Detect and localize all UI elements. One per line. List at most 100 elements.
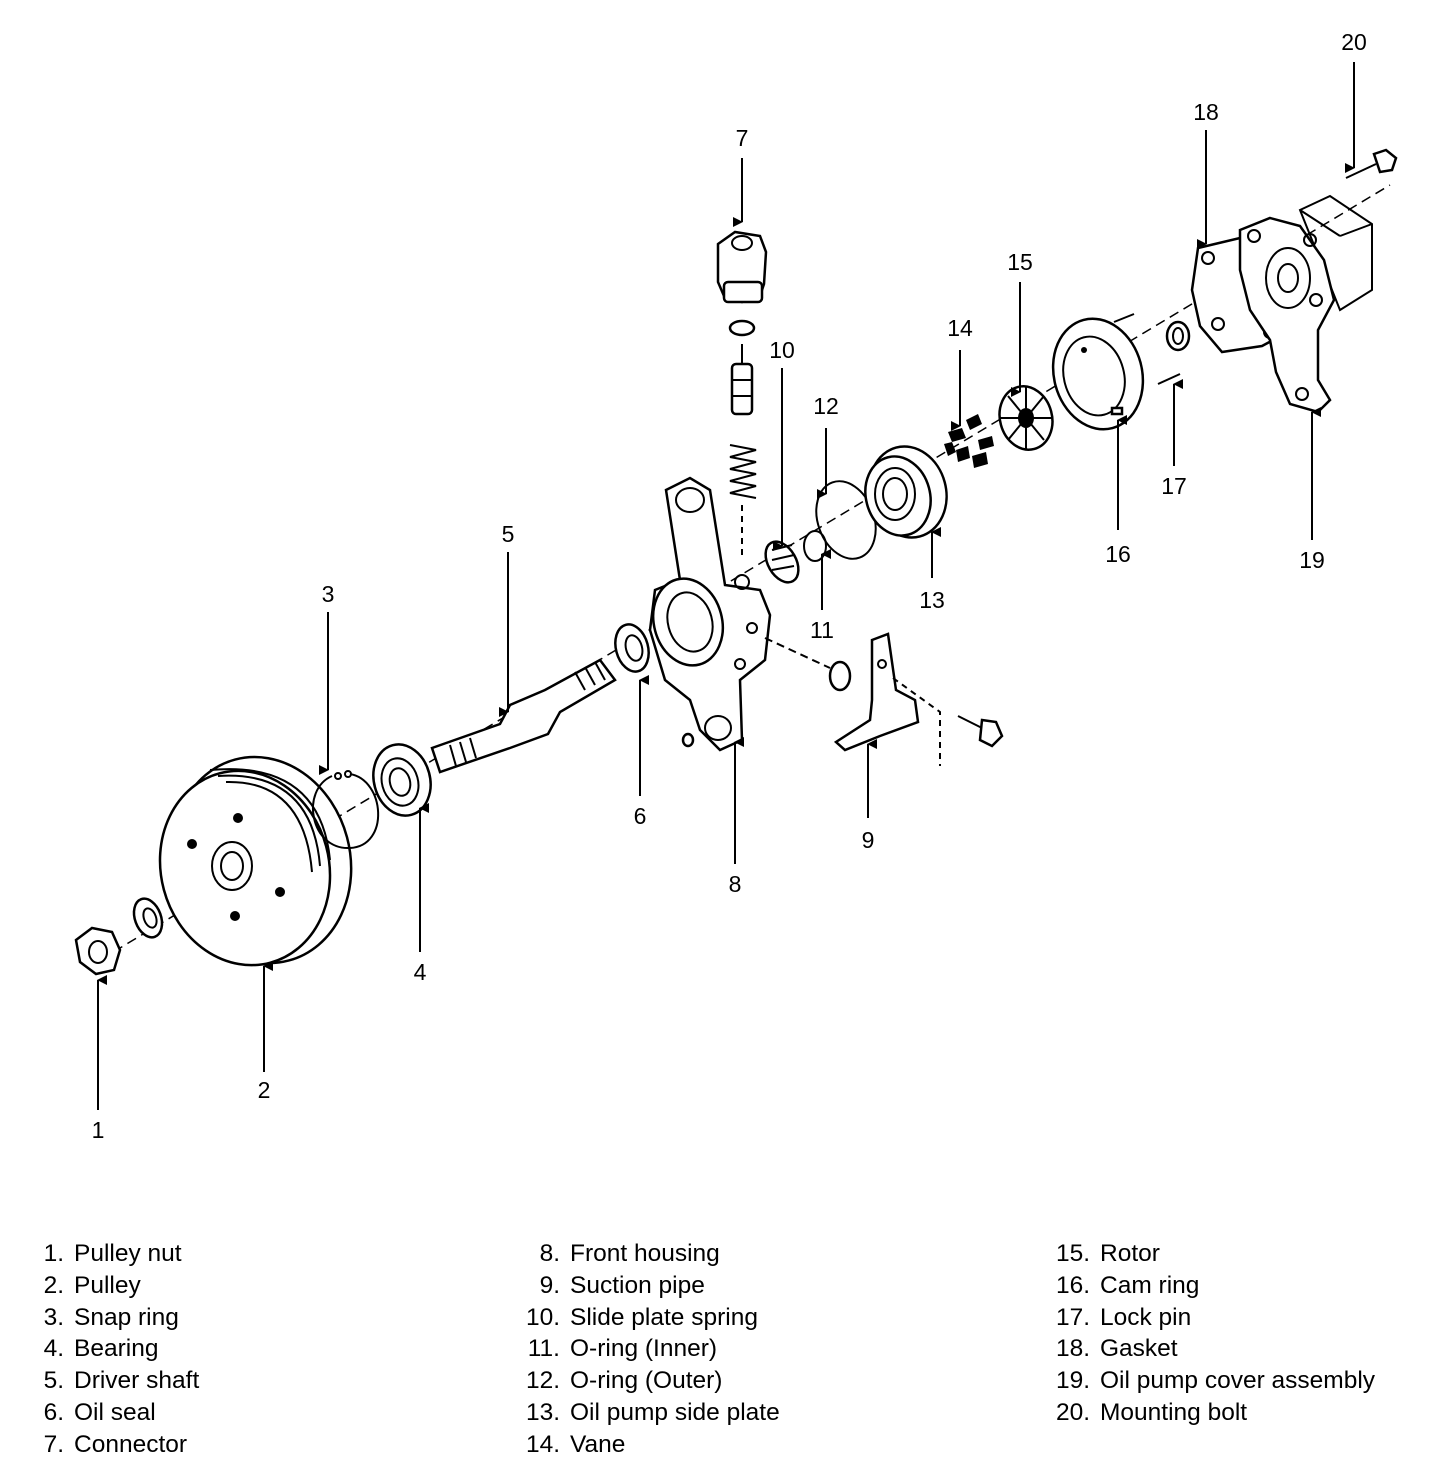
legend-item-number: 10. (525, 1303, 560, 1331)
legend-item: 12. O-ring (Outer) (520, 1365, 780, 1397)
callout-9: 9 (862, 827, 875, 853)
callout-2: 2 (258, 1077, 271, 1103)
oil-seal-part (614, 623, 650, 673)
legend-item-label: Gasket (1100, 1335, 1178, 1363)
legend-item: 2.Pulley (24, 1270, 199, 1302)
legend-item-label: O-ring (Inner) (570, 1335, 718, 1363)
legend-item-label: Snap ring (74, 1303, 179, 1331)
legend-item-label: Pulley nut (74, 1240, 182, 1267)
assembly-axis-line (99, 184, 1391, 961)
legend-item: 20. Mounting bolt (1050, 1397, 1375, 1429)
legend-item: 16. Cam ring (1050, 1270, 1375, 1302)
legend-item-number: 1. (43, 1240, 64, 1267)
legend-item: 13. Oil pump side plate (520, 1397, 780, 1429)
connector-part (716, 230, 768, 337)
pulley-nut-part (74, 926, 122, 976)
callout-1: 1 (92, 1117, 105, 1143)
legend-item-label: Oil pump side plate (570, 1398, 780, 1426)
legend-item-label: Cam ring (1100, 1271, 1200, 1299)
legend-item-number: 6. (43, 1398, 64, 1426)
legend-item-label: Oil seal (74, 1398, 156, 1426)
callout-19: 19 (1299, 547, 1325, 573)
legend-item-number: 18. (1055, 1335, 1090, 1363)
legend-item-label: Slide plate spring (570, 1303, 758, 1331)
pulley-part (158, 755, 353, 967)
callout-5: 5 (502, 521, 515, 547)
legend-item: 18. Gasket (1050, 1333, 1375, 1365)
o-ring-inner-part (803, 530, 827, 562)
legend-item: 1. Pulley nut (24, 1238, 199, 1270)
legend-item: 9.Suction pipe (520, 1270, 780, 1302)
legend-item: 5.Driver shaft (24, 1365, 200, 1397)
valve-spring-part (729, 444, 757, 560)
legend-item-number: 3. (43, 1303, 64, 1331)
legend-item: 10. Slide plate spring (520, 1302, 780, 1334)
legend-item-number: 14. (525, 1430, 560, 1458)
legend-item-label: Vane (570, 1430, 626, 1458)
callout-18: 18 (1193, 99, 1219, 125)
rotor-part (998, 385, 1054, 451)
callout-14: 14 (947, 315, 973, 341)
driver-shaft-part (430, 658, 617, 774)
callout-17: 17 (1161, 473, 1187, 499)
legend-item-number: 12. (525, 1367, 560, 1395)
callout-7: 7 (736, 125, 749, 151)
legend-item: 3. Snap ring (24, 1302, 199, 1334)
callout-16: 16 (1105, 541, 1131, 567)
legend-item-label: Rotor (1100, 1240, 1160, 1267)
legend-item-label: Driver shaft (74, 1367, 200, 1395)
legend-item-number: 16. (1055, 1271, 1090, 1299)
legend-item-number: 13. (525, 1398, 560, 1426)
callout-12: 12 (813, 393, 839, 419)
legend-item-label: O-ring (Outer) (570, 1367, 723, 1395)
callout-4: 4 (414, 959, 427, 985)
vane-part (944, 414, 994, 468)
legend-item-number: 4. (43, 1335, 64, 1363)
callout-15: 15 (1007, 249, 1033, 275)
legend-item-number: 7. (43, 1430, 64, 1458)
cover-o-ring-part (1165, 320, 1191, 352)
washer-part (132, 897, 164, 939)
legend-item: 7. Connector (24, 1429, 199, 1461)
oil-pump-cover-assembly-part (1238, 194, 1373, 414)
legend-item-number: 17. (1055, 1303, 1090, 1331)
legend-item-number: 15. (1055, 1240, 1090, 1267)
callout-20: 20 (1341, 29, 1367, 55)
lock-pin-part (1113, 313, 1181, 385)
legend-item-label: Oil pump cover assembly (1100, 1367, 1376, 1395)
suction-pipe-part (764, 632, 941, 766)
legend-item: 8. Front housing (520, 1238, 780, 1270)
flow-control-valve-part (730, 344, 754, 416)
legend-item: 6. Oil seal (24, 1397, 199, 1429)
legend-item-label: Connector (74, 1430, 188, 1458)
legend-item-label: Lock pin (1100, 1303, 1192, 1331)
legend-item-number: 8. (539, 1240, 560, 1267)
callout-13: 13 (919, 587, 945, 613)
legend-item-number: 11. (527, 1335, 560, 1363)
callout-6: 6 (634, 803, 647, 829)
callout-8: 8 (729, 871, 742, 897)
callout-11: 11 (810, 617, 834, 643)
legend-item-number: 20. (1055, 1398, 1090, 1426)
legend-item-number: 19. (1055, 1367, 1090, 1395)
callout-3: 3 (322, 581, 335, 607)
legend-item-label: Pulley (74, 1271, 141, 1299)
legend-item-label: Front housing (570, 1240, 720, 1267)
legend-item: 19. Oil pump cover assembly (1050, 1365, 1375, 1397)
mounting-bolt-part (1345, 148, 1398, 179)
oil-pump-side-plate-part (864, 445, 948, 539)
legend-item: 15. Rotor (1050, 1238, 1375, 1270)
legend-item: 4. Bearing (24, 1333, 199, 1365)
legend-item: 14. Vane (520, 1429, 780, 1461)
cam-ring-part (1051, 317, 1145, 431)
suction-pipe-bolt-part (957, 715, 1004, 748)
callout-10: 10 (769, 337, 795, 363)
legend-item-label: Bearing (74, 1335, 159, 1363)
legend-item: 17. Lock pin (1050, 1302, 1375, 1334)
legend-item-label: Mounting bolt (1100, 1398, 1248, 1426)
legend-item-number: 9. (539, 1271, 560, 1299)
bearing-part (372, 743, 432, 817)
legend-item: 11. O-ring (Inner) (520, 1333, 780, 1365)
